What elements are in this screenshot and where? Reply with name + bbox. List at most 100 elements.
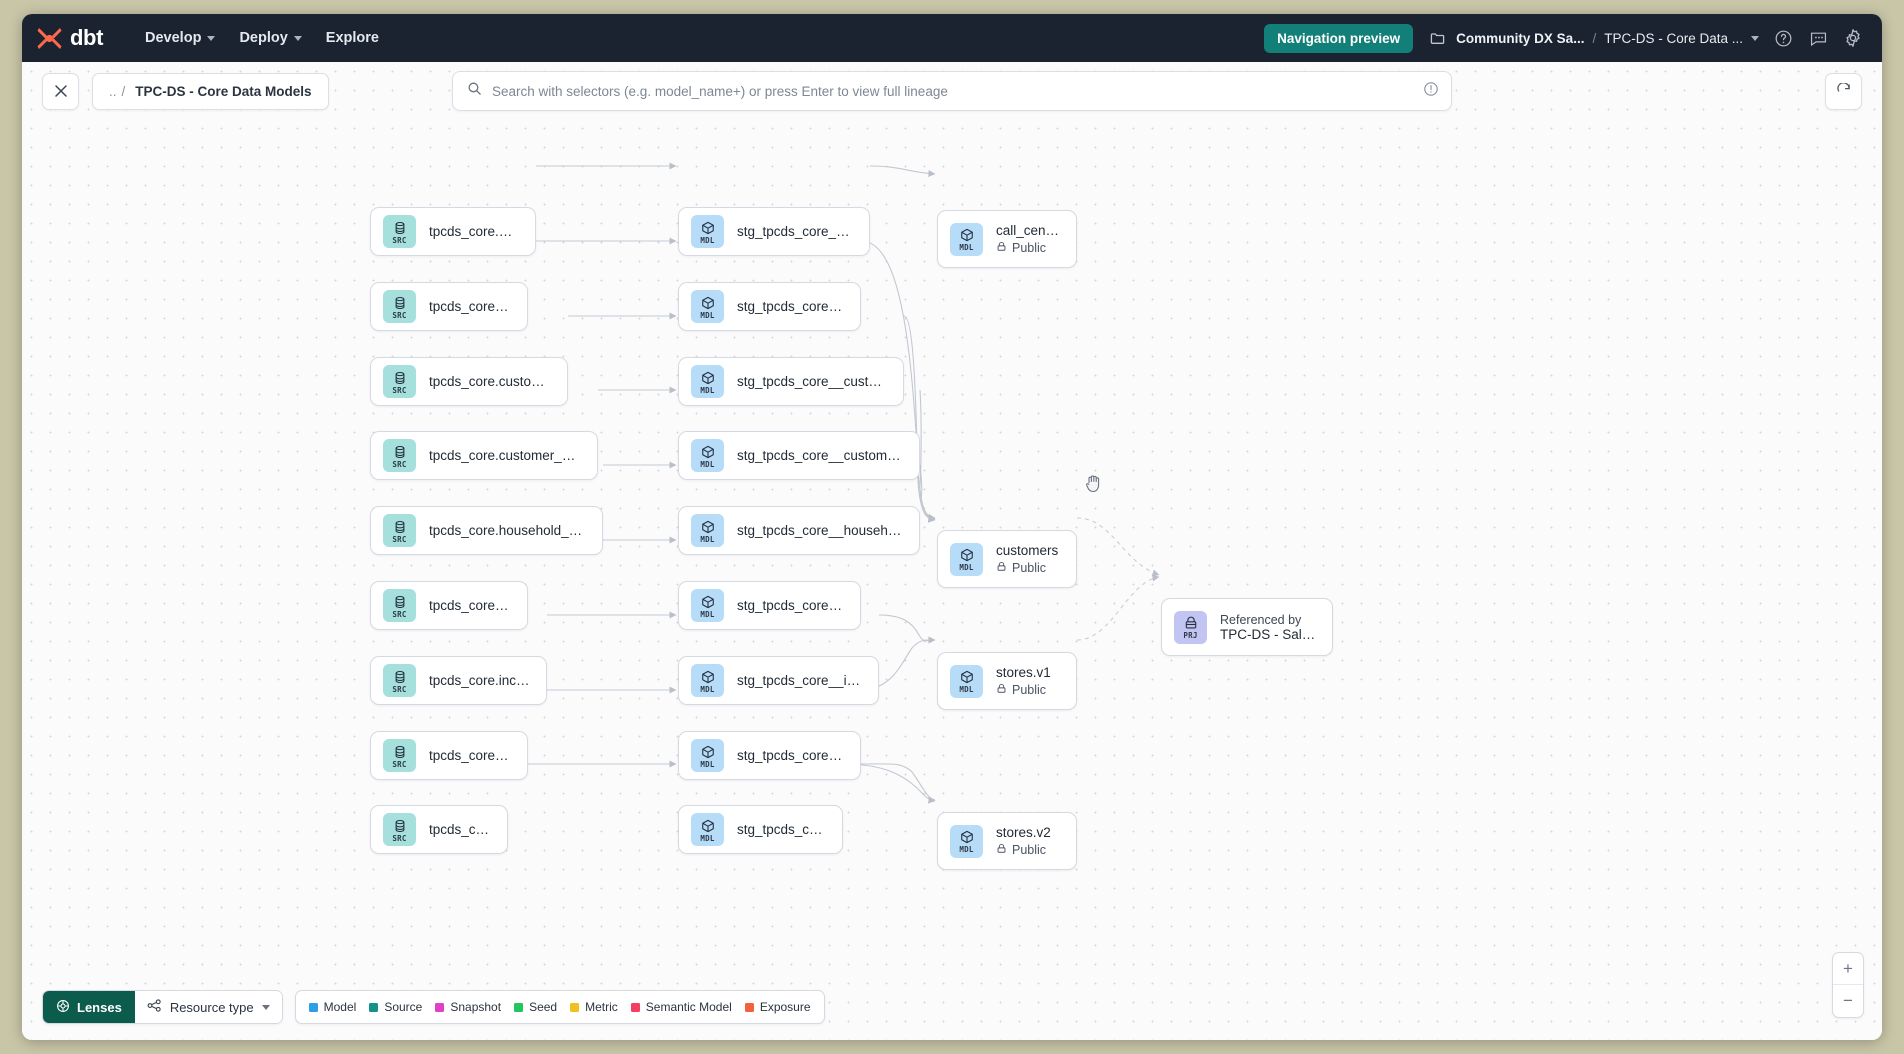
breadcrumb-account[interactable]: Community DX Sa... xyxy=(1456,30,1585,46)
node-label: TPC-DS - Sales Analytics xyxy=(1220,626,1316,642)
mdl-badge-icon: MDL xyxy=(691,664,724,697)
lineage-node-staging-3[interactable]: MDLstg_tpcds_core__customer_demogra… xyxy=(678,431,920,480)
feedback-icon[interactable] xyxy=(1807,27,1829,49)
node-label: stg_tpcds_core__inventory xyxy=(737,748,844,763)
legend-item-snapshot[interactable]: Snapshot xyxy=(435,1000,501,1014)
mdl-badge-icon: MDL xyxy=(691,739,724,772)
help-icon[interactable] xyxy=(1772,27,1794,49)
node-label: tpcds_core.income_band xyxy=(429,673,530,688)
node-text-column: tpcds_core.store xyxy=(429,822,491,837)
node-visibility-label: Public xyxy=(1012,843,1047,857)
nav-item-develop[interactable]: Develop xyxy=(133,24,227,52)
node-text-column: call_centersPublic xyxy=(996,223,1060,255)
zoom-out-button[interactable]: − xyxy=(1843,991,1853,1010)
node-label: stg_tpcds_core__call_center xyxy=(737,224,853,239)
lineage-node-source-2[interactable]: SRC tpcds_core.customer_address xyxy=(370,357,568,406)
top-nav-right-group: Navigation preview Community DX Sa... / … xyxy=(1264,23,1864,53)
legend-item-metric[interactable]: Metric xyxy=(570,1000,618,1014)
lineage-node-source-1[interactable]: SRC tpcds_core.customer xyxy=(370,282,528,331)
legend-item-model[interactable]: Model xyxy=(308,1000,357,1014)
node-text-column: tpcds_core.customer xyxy=(429,299,511,314)
chevron-down-icon[interactable] xyxy=(1751,35,1759,41)
legend-item-exposure[interactable]: Exposure xyxy=(744,1000,811,1014)
lenses-label: Lenses xyxy=(77,999,122,1015)
nav-item-explore-label: Explore xyxy=(325,30,379,46)
breadcrumb-project[interactable]: TPC-DS - Core Data ... xyxy=(1604,30,1743,46)
node-label: call_centers xyxy=(996,223,1060,238)
node-label: tpcds_core.customer_address xyxy=(429,374,551,389)
folder-icon xyxy=(1426,27,1448,49)
legend-label: Exposure xyxy=(759,1000,811,1014)
top-navigation-bar: dbt Develop Deploy Explore Navigation pr… xyxy=(22,14,1882,62)
node-title: Referenced by xyxy=(1220,612,1302,627)
legend-label: Semantic Model xyxy=(645,1000,732,1014)
node-label: stores.v1 xyxy=(996,665,1051,680)
lineage-node-source-7[interactable]: SRC tpcds_core.inventory xyxy=(370,731,528,780)
refresh-button[interactable] xyxy=(1825,72,1862,110)
node-text-column: stg_tpcds_core__customer_demogra… xyxy=(737,448,903,463)
breadcrumb-pill[interactable]: .. / TPC-DS - Core Data Models xyxy=(92,72,329,110)
resource-type-dropdown[interactable]: Resource type xyxy=(134,991,282,1023)
info-icon[interactable] xyxy=(1423,81,1439,102)
src-badge-icon: SRC xyxy=(383,739,416,772)
breadcrumb: Community DX Sa... / TPC-DS - Core Data … xyxy=(1426,27,1759,49)
legend-label: Model xyxy=(323,1000,357,1014)
lenses-button[interactable]: Lenses xyxy=(43,991,135,1023)
node-label: tpcds_core.store xyxy=(429,822,491,837)
lineage-node-staging-7[interactable]: MDL stg_tpcds_core__inventory xyxy=(678,731,861,780)
src-badge-icon: SRC xyxy=(383,514,416,547)
src-badge-icon: SRC xyxy=(383,215,416,248)
node-text-column: tpcds_core.household_demographics xyxy=(429,523,586,538)
mdl-badge-icon: MDL xyxy=(950,222,983,256)
node-text-column: tpcds_core.customer_demographics xyxy=(429,448,581,463)
node-label: stg_tpcds_core__customer_demogra… xyxy=(737,448,903,463)
lineage-node-staging-6[interactable]: MDL stg_tpcds_core__income_band xyxy=(678,656,879,705)
breadcrumb-separator: / xyxy=(1592,30,1597,46)
lineage-node-staging-4[interactable]: MDLstg_tpcds_core__household_demogr… xyxy=(678,506,920,555)
node-text-column: tpcds_core.customer_address xyxy=(429,374,551,389)
lineage-canvas[interactable]: SRCtpcds_core.call_centerSRCtpcds_core.c… xyxy=(22,62,1882,1040)
legend-item-source[interactable]: Source xyxy=(369,1000,422,1014)
zoom-in-button[interactable]: + xyxy=(1833,953,1863,985)
mdl-badge-icon: MDL xyxy=(691,215,724,248)
settings-icon[interactable] xyxy=(1842,27,1864,49)
src-badge-icon: SRC xyxy=(383,589,416,622)
lineage-node-source-4[interactable]: SRC tpcds_core.household_demographics xyxy=(370,506,603,555)
node-text-column: stg_tpcds_core__income_band xyxy=(737,673,862,688)
node-label: tpcds_core.customer_demographics xyxy=(429,448,581,463)
navigation-preview-button[interactable]: Navigation preview xyxy=(1264,23,1414,53)
legend-item-semantic-model[interactable]: Semantic Model xyxy=(630,1000,732,1014)
nav-item-explore[interactable]: Explore xyxy=(314,24,391,52)
src-badge-icon: SRC xyxy=(383,365,416,398)
node-text-column: stg_tpcds_core__call_center xyxy=(737,224,853,239)
search-input[interactable] xyxy=(492,83,1423,99)
close-button[interactable] xyxy=(42,72,79,110)
legend-item-seed[interactable]: Seed xyxy=(514,1000,557,1014)
dbt-logo[interactable]: dbt xyxy=(36,25,103,51)
node-text-column: tpcds_core.date_dim xyxy=(429,598,511,613)
lineage-node-mart-0[interactable]: MDL call_centersPublic xyxy=(937,210,1077,268)
node-text-column: tpcds_core.inventory xyxy=(429,748,511,763)
lineage-node-staging-0[interactable]: MDL stg_tpcds_core__call_center xyxy=(678,207,870,256)
lineage-search-bar[interactable] xyxy=(452,71,1452,111)
legend-label: Metric xyxy=(585,1000,618,1014)
nav-item-deploy[interactable]: Deploy xyxy=(227,24,313,52)
src-badge-icon: SRC xyxy=(383,290,416,323)
node-label: tpcds_core.household_demographics xyxy=(429,523,586,538)
lineage-node-source-5[interactable]: SRC tpcds_core.date_dim xyxy=(370,581,528,630)
